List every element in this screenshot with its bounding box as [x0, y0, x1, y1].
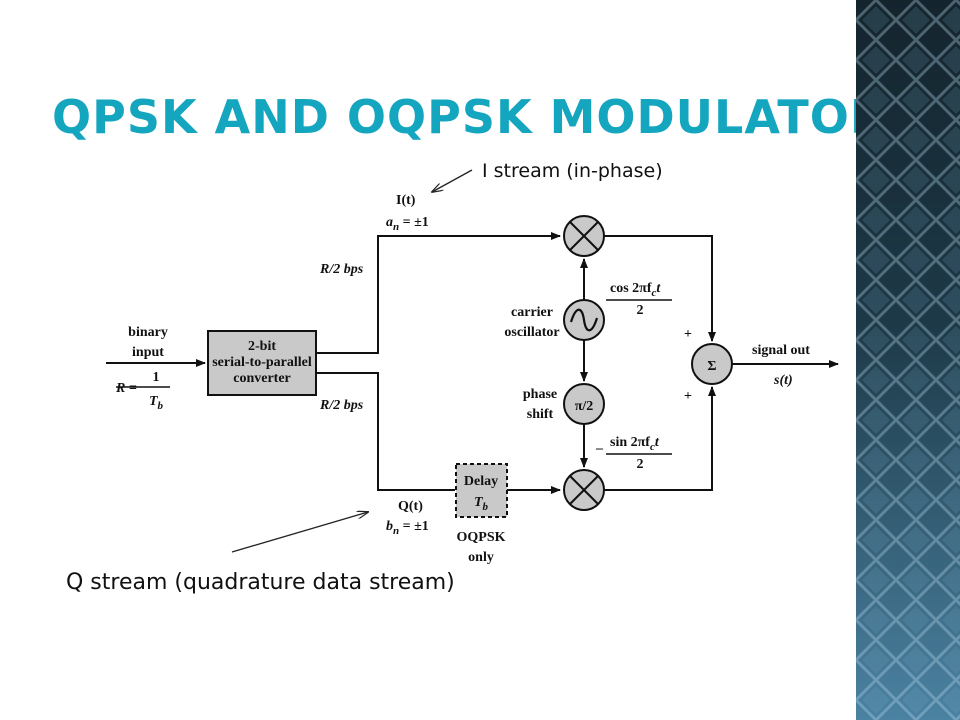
q-branch-line — [316, 372, 455, 491]
plus-bottom: + — [684, 389, 692, 404]
top-mixer-to-sum — [604, 235, 716, 342]
oqpsk-only-2: only — [468, 550, 494, 565]
bottom-mixer-to-sum — [604, 386, 716, 491]
rate-denominator: Tb — [149, 394, 164, 412]
delay-tb: Tb — [474, 495, 489, 513]
cos-denominator: 2 — [637, 303, 644, 318]
q-stream-pointer — [231, 512, 368, 553]
delay-tb-main: T — [474, 495, 484, 510]
carrier-label-1: carrier — [511, 305, 553, 320]
phase-shift-label-1: phase — [523, 387, 557, 402]
rate-denominator-sub: b — [158, 400, 164, 412]
top-multiplier — [563, 215, 605, 257]
sin-num-sub: c — [650, 441, 655, 453]
serial-to-parallel-converter — [207, 330, 317, 396]
i-stream-callout: I stream (in-phase) — [482, 160, 663, 182]
converter-label-2: serial-to-parallel — [212, 355, 312, 370]
b-n-main: b — [386, 519, 393, 534]
phase-shift-label-2: shift — [527, 407, 554, 422]
b-n-label: bn = ±1 — [386, 519, 429, 537]
signal-out-label: signal out — [752, 343, 810, 358]
delay-tb-sub: b — [483, 501, 489, 513]
a-n-rest: = ±1 — [399, 215, 429, 230]
cos-numerator: cos 2πfct — [610, 281, 661, 299]
rate-top-label: R/2 bps — [319, 262, 364, 277]
carrier-oscillator — [563, 299, 605, 341]
a-n-sub: n — [393, 221, 399, 233]
cos-num-main: cos 2πf — [610, 281, 652, 296]
sin-denominator: 2 — [637, 457, 644, 472]
oqpsk-only-1: OQPSK — [456, 530, 505, 545]
rate-numerator: 1 — [153, 370, 160, 385]
b-n-rest: = ±1 — [399, 519, 429, 534]
q-stream-callout: Q stream (quadrature data stream) — [66, 570, 455, 595]
rate-bottom-label: R/2 bps — [319, 398, 364, 413]
delay-box — [455, 463, 508, 518]
cos-num-t: t — [656, 281, 661, 296]
phase-symbol: π/2 — [575, 399, 594, 414]
rate-lhs: R = — [115, 381, 137, 396]
a-n-main: a — [386, 215, 393, 230]
sin-num-t: t — [655, 435, 660, 450]
i-branch-line — [316, 232, 561, 354]
rate-denominator-main: T — [149, 394, 159, 409]
minus-sign: – — [595, 441, 604, 456]
delay-title: Delay — [464, 474, 498, 489]
b-n-sub: n — [393, 525, 399, 537]
cos-num-sub: c — [652, 287, 657, 299]
plus-top: + — [684, 327, 692, 342]
i-stream-pointer — [432, 169, 473, 192]
sin-num-main: sin 2πf — [610, 435, 650, 450]
i-t-label: I(t) — [396, 193, 416, 208]
carrier-label-2: oscillator — [504, 325, 559, 340]
sum-symbol: Σ — [707, 359, 716, 374]
a-n-label: an = ±1 — [386, 215, 429, 233]
converter-label-3: converter — [233, 371, 291, 386]
slide-title: QPSK AND OQPSK MODULATORS — [52, 90, 921, 144]
sin-numerator: sin 2πfct — [610, 435, 660, 453]
binary-input-label-2: input — [132, 345, 164, 360]
binary-input-label-1: binary — [128, 325, 168, 340]
diamond-pattern — [856, 0, 960, 720]
bottom-multiplier — [563, 469, 605, 511]
decorative-side-band — [856, 0, 960, 720]
qpsk-block-diagram: binary input R = 1 Tb 2-bit serial-to-pa… — [106, 169, 839, 565]
q-t-label: Q(t) — [398, 499, 423, 514]
converter-label-1: 2-bit — [248, 339, 276, 354]
s-t-label: s(t) — [773, 373, 793, 388]
